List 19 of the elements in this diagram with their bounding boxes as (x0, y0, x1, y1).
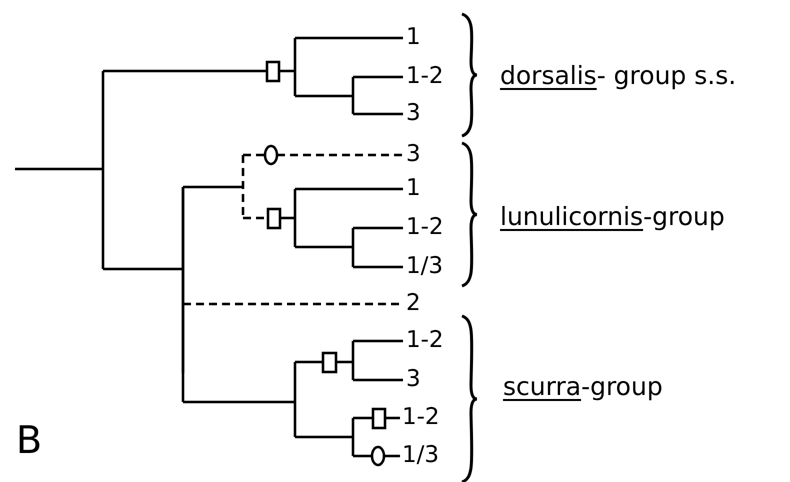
tip-label: 3 (406, 143, 421, 166)
tip-label: 1 (406, 26, 421, 49)
tip-label: 3 (406, 368, 421, 391)
tip-label: 1/3 (402, 444, 440, 467)
group-name: scurra (503, 374, 582, 399)
tip-label: 1-2 (402, 406, 440, 429)
tip-label: 1-2 (406, 216, 444, 239)
tip-label: 2 (406, 292, 421, 315)
group-name: dorsalis (500, 63, 597, 88)
tip-label: 3 (406, 102, 421, 125)
tip-label: 1/3 (406, 255, 444, 278)
group-suffix: -group (581, 374, 663, 399)
tip-label: 1-2 (406, 65, 444, 88)
group-suffix: - group s.s. (596, 63, 736, 88)
group-name: lunulicornis (500, 204, 644, 229)
tip-label: 1 (406, 177, 421, 200)
group-suffix: -group (643, 204, 725, 229)
tip-label: 1-2 (406, 329, 444, 352)
panel-letter: B (16, 421, 42, 459)
